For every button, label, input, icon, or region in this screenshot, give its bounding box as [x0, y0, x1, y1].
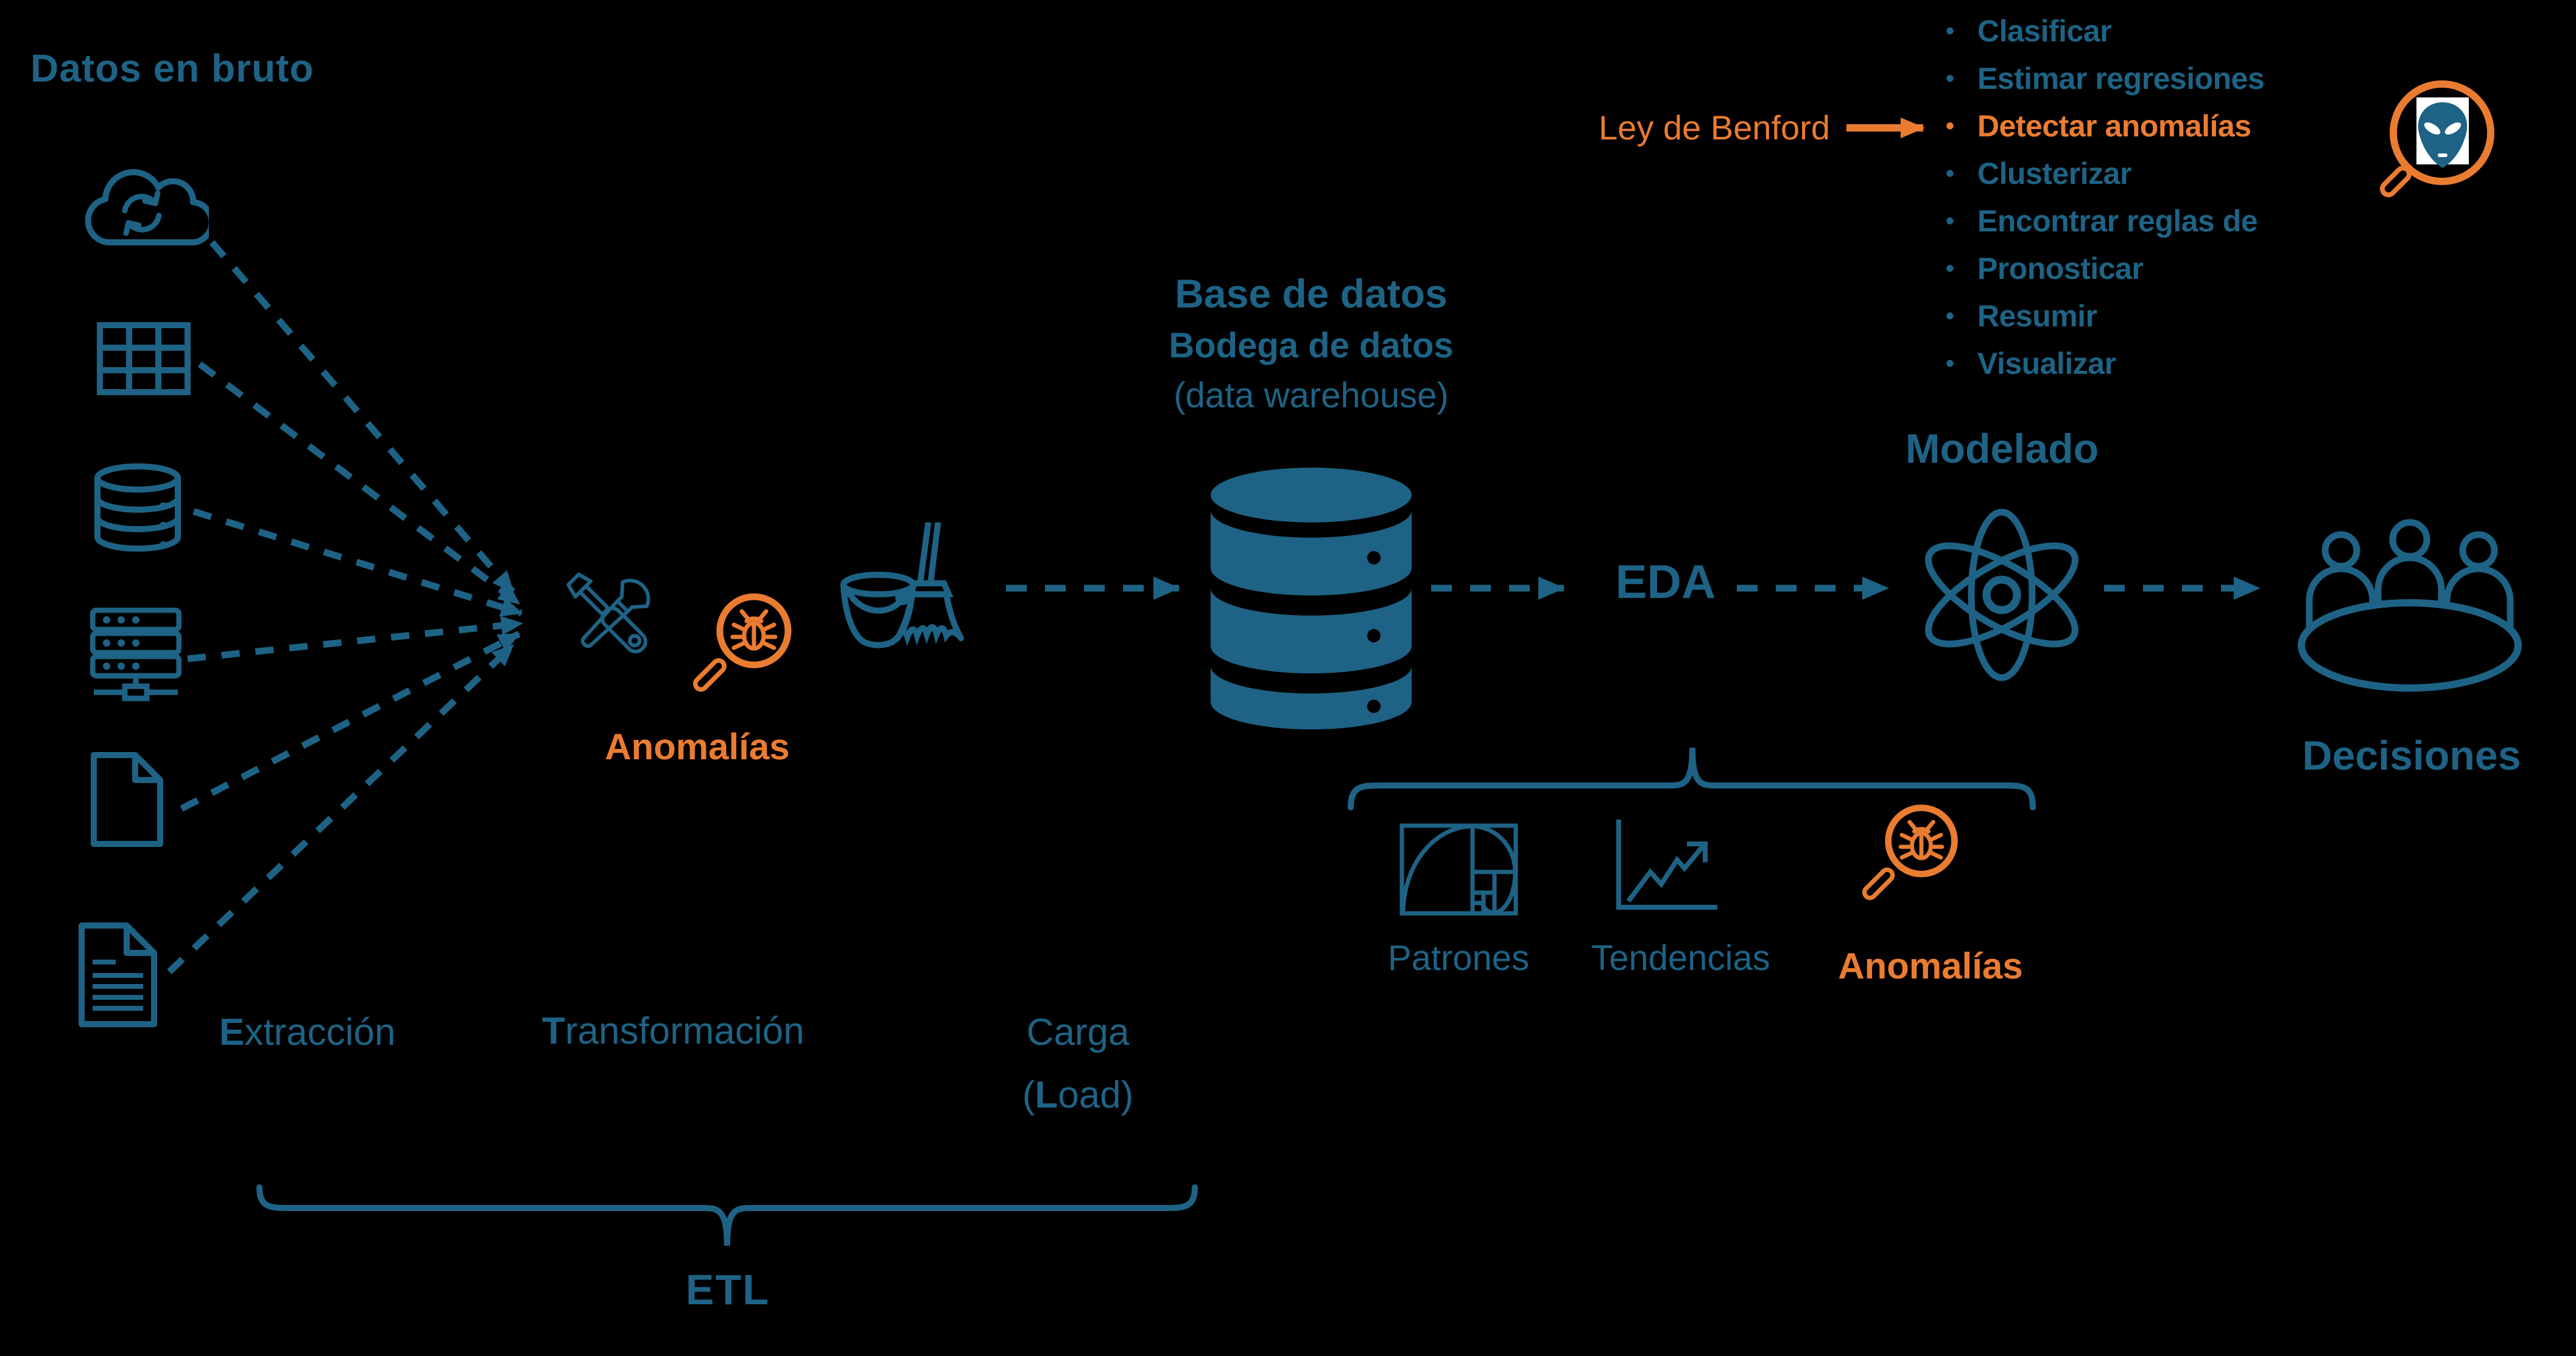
- dashed-arrow-document: [167, 643, 515, 974]
- trend-chart-icon: [1616, 820, 1717, 910]
- screwdriver-icon: [566, 572, 648, 654]
- bullet-icon: •: [1946, 65, 1954, 92]
- bullet-icon: •: [1946, 302, 1954, 329]
- database-cylinder-icon: [1211, 468, 1412, 729]
- eda-label: EDA: [1615, 555, 1716, 608]
- decisions-title: Decisiones: [2302, 732, 2521, 779]
- source-dashed-arrows: [167, 240, 523, 974]
- transformation-bold-letter: T: [542, 1010, 565, 1052]
- dashed-arrow-cloud: [209, 240, 516, 594]
- patterns-label: Patrones: [1387, 938, 1530, 978]
- task-item-highlighted: • Detectar anomalías: [1946, 102, 2264, 150]
- task-item: • Encontrar reglas de: [1946, 197, 2264, 245]
- task-label: Clusterizar: [1977, 156, 2131, 191]
- task-item: • Clusterizar: [1946, 150, 2264, 197]
- extraction-rest: xtracción: [244, 1011, 396, 1053]
- bug-icon: [1898, 820, 1944, 860]
- bullet-icon: •: [1946, 255, 1954, 282]
- etl-brace-label: ETL: [685, 1266, 770, 1313]
- load-label: Carga (Load): [980, 1011, 1175, 1117]
- warehouse-title: Base de datos: [1175, 271, 1448, 316]
- document-icon: [79, 922, 157, 1027]
- server-icon: [90, 608, 181, 701]
- task-item: • Clasificar: [1946, 7, 2264, 55]
- cloud-sync-icon: [85, 169, 209, 246]
- task-item: • Resumir: [1946, 292, 2264, 340]
- dashed-arrow-server: [187, 616, 523, 662]
- warehouse-subtitle-en: (data warehouse): [1174, 376, 1449, 415]
- bug-magnifier-icon: [693, 593, 792, 692]
- bullet-icon: •: [1946, 350, 1954, 377]
- bullet-icon: •: [1946, 207, 1954, 234]
- anomalies-label-etl: Anomalías: [605, 726, 790, 767]
- table-icon: [97, 322, 191, 395]
- bullet-icon: •: [1946, 112, 1954, 139]
- raw-data-title: Datos en bruto: [30, 46, 314, 90]
- trends-label: Tendencias: [1591, 938, 1770, 978]
- extraction-bold-letter: E: [219, 1011, 245, 1053]
- golden-ratio-icon: [1399, 823, 1518, 916]
- task-label: Encontrar reglas de: [1977, 204, 2258, 238]
- task-label: Clasificar: [1977, 14, 2112, 48]
- task-label: Visualizar: [1977, 346, 2116, 381]
- extraction-label: Extracción: [219, 1011, 395, 1054]
- warehouse-subtitle: Bodega de datos: [1169, 326, 1454, 365]
- alien-magnifier-icon: [2380, 80, 2494, 197]
- atom-icon: [1925, 508, 2078, 681]
- task-label: Resumir: [1977, 299, 2097, 333]
- tools-icon: [566, 572, 650, 654]
- task-item: • Visualizar: [1946, 340, 2264, 387]
- database-icon: [94, 463, 181, 552]
- transformation-rest: ransformación: [565, 1010, 804, 1052]
- load-line2: (Load): [1022, 1074, 1134, 1116]
- task-item: • Pronosticar: [1946, 245, 2264, 292]
- wrench-icon: [580, 578, 650, 648]
- bucket-broom-icon: [840, 522, 964, 648]
- meeting-table-icon: [2298, 519, 2522, 692]
- bug-icon: [730, 609, 778, 651]
- file-icon: [91, 752, 163, 847]
- modeling-task-list: • Clasificar • Estimar regresiones • Detect…: [1946, 7, 2265, 387]
- task-label: Pronosticar: [1977, 251, 2144, 286]
- warehouse-title-block: Base de datos Bodega de datos (data ware…: [1095, 267, 1527, 420]
- eda-brace: [1348, 747, 2036, 810]
- task-label: Detectar anomalías: [1977, 109, 2251, 143]
- etl-brace: [256, 1184, 1198, 1246]
- transformation-label: Transformación: [542, 1010, 804, 1053]
- anomalies-label-eda: Anomalías: [1838, 946, 2023, 986]
- benford-annotation: Ley de Benford: [1599, 108, 1830, 147]
- task-label: Estimar regresiones: [1977, 61, 2265, 96]
- dashed-arrow-database: [192, 508, 523, 617]
- dashed-arrow-table: [197, 361, 521, 606]
- task-item: • Estimar regresiones: [1946, 55, 2265, 102]
- dashed-arrow-file: [180, 631, 521, 812]
- load-line1: Carga: [1026, 1011, 1130, 1053]
- alien-head: [2418, 102, 2468, 168]
- bug-magnifier-icon: [1862, 804, 1958, 901]
- bullet-icon: •: [1946, 17, 1954, 44]
- modeling-title: Modelado: [1905, 426, 2099, 472]
- bullet-icon: •: [1946, 160, 1954, 187]
